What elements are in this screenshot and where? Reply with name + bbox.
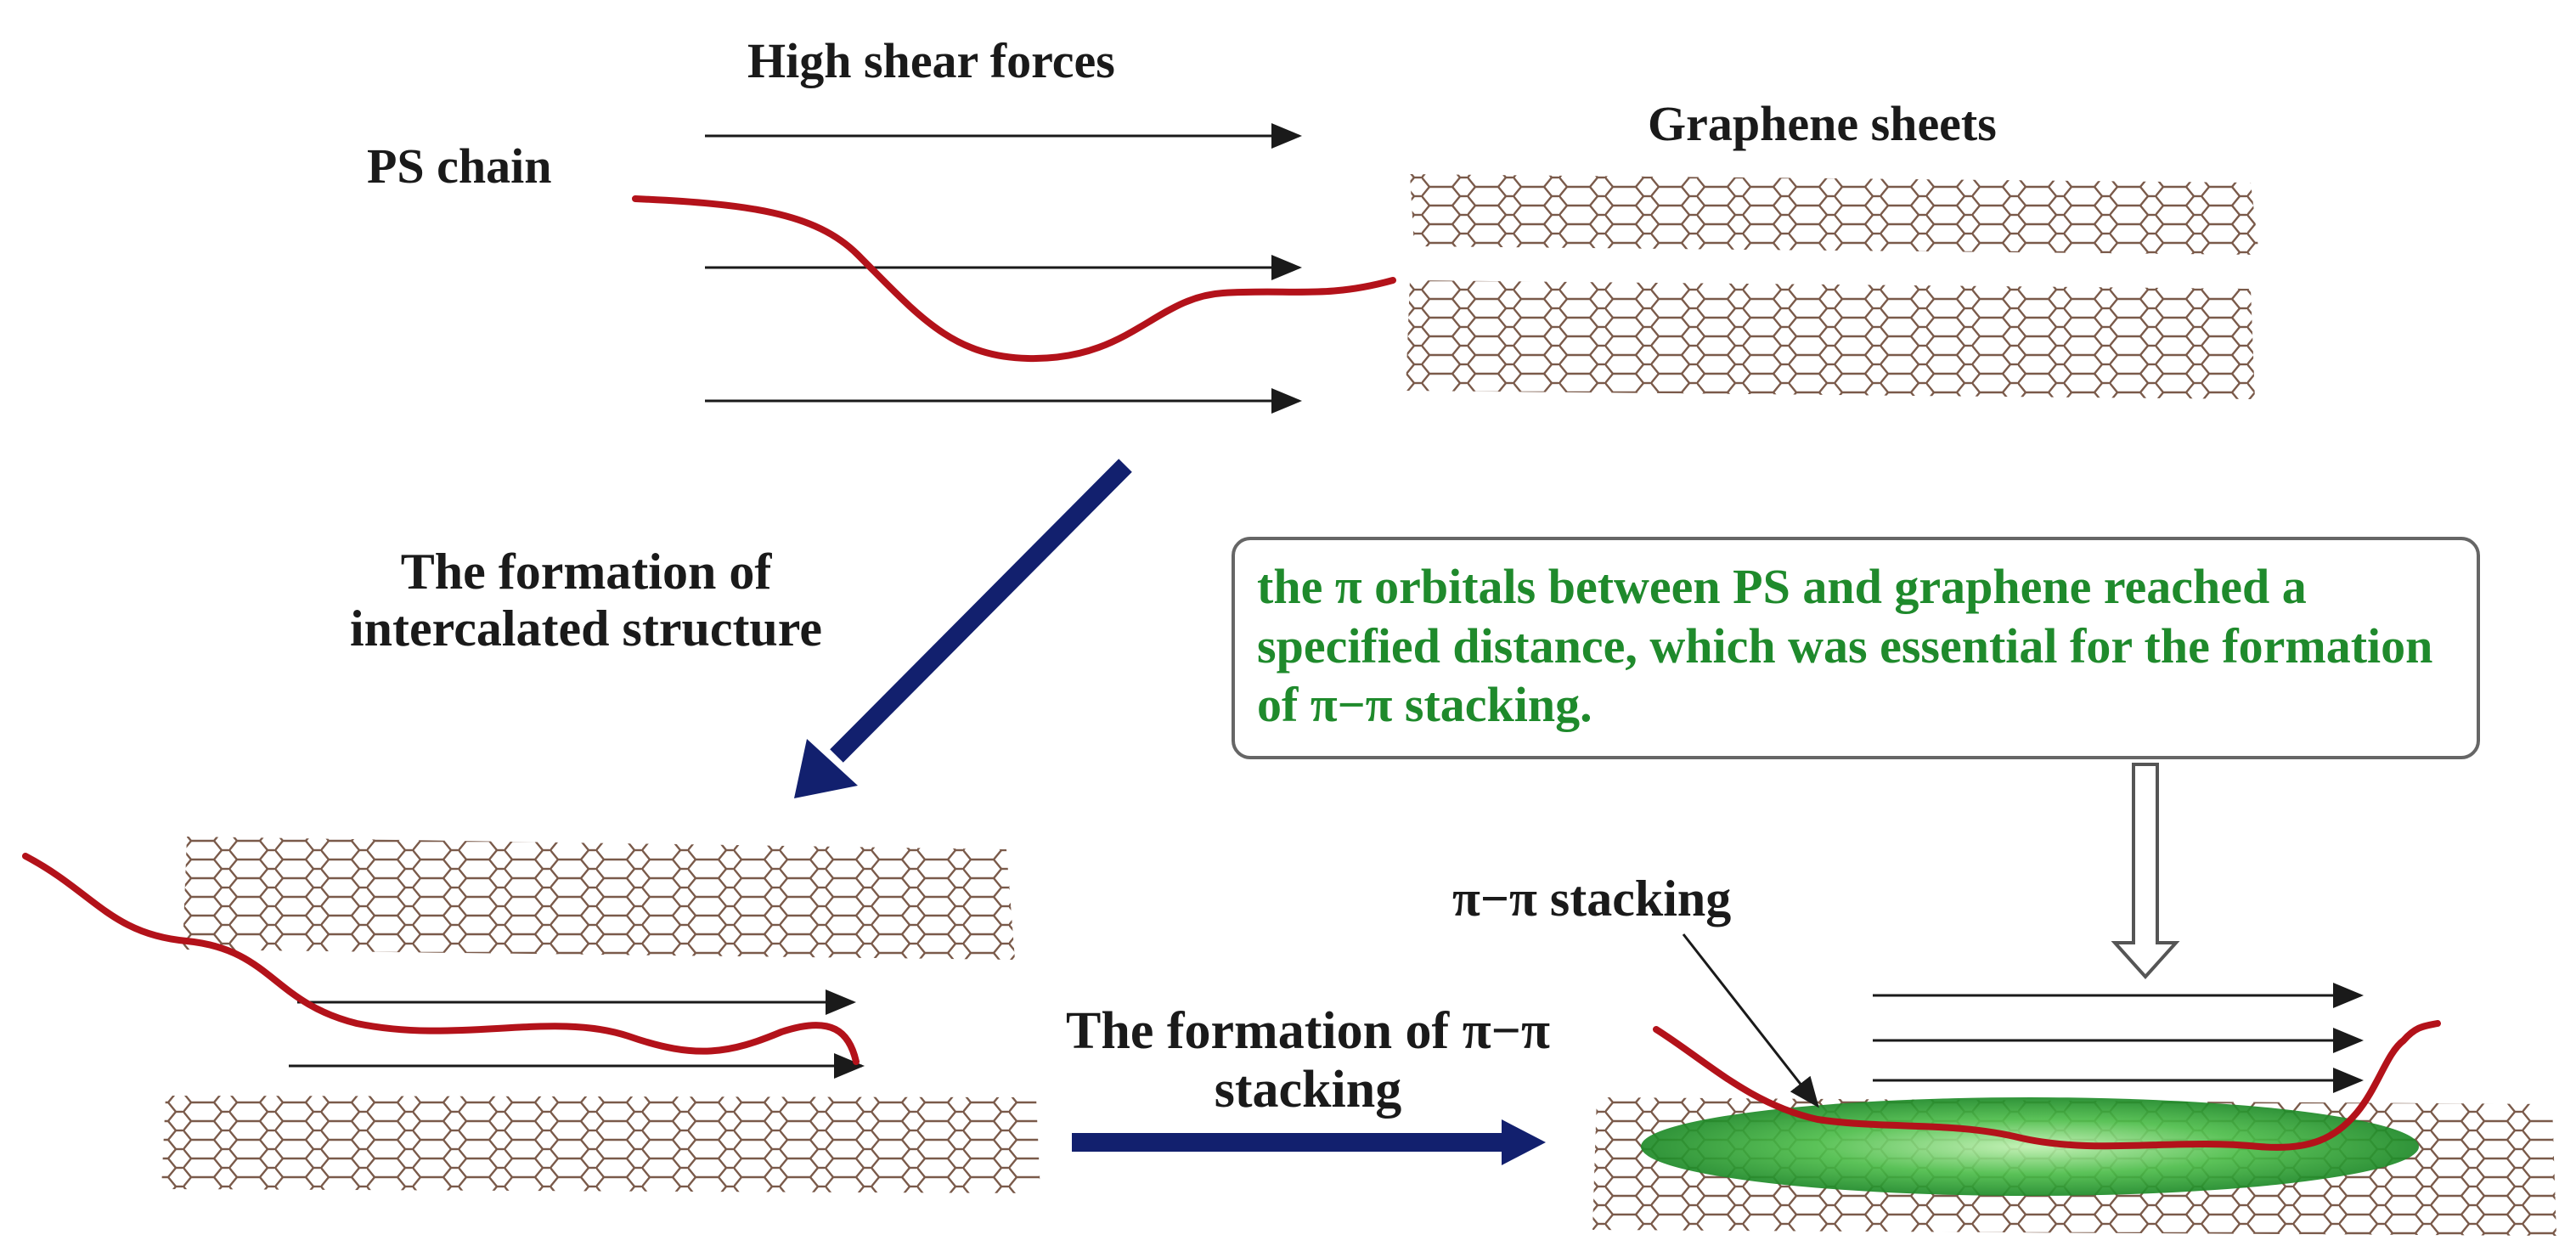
ps-chain-top xyxy=(632,195,1396,363)
graphene-sheets-top xyxy=(1406,174,2259,399)
intercalated-label: The formation of intercalated structure xyxy=(350,544,822,657)
ps-chain-stacking xyxy=(1653,1020,2441,1151)
hollow-down-arrow xyxy=(2111,763,2180,979)
shear-arrows-intercalated xyxy=(289,989,865,1079)
note-box xyxy=(1232,537,2480,759)
pipi-formation-label: The formation of π−π stacking xyxy=(1066,1002,1550,1119)
graphene-sheets-label: Graphene sheets xyxy=(1648,96,1997,151)
shear-arrows-stacking xyxy=(1873,983,2364,1093)
ps-chain-label: PS chain xyxy=(367,138,552,194)
process-arrow-diagonal xyxy=(794,459,1132,798)
shear-arrows-top xyxy=(705,123,1302,414)
graphene-sheets-intercalated xyxy=(161,837,1040,1193)
pipi-stacking-label: π−π stacking xyxy=(1452,871,1732,927)
process-arrow-horizontal xyxy=(1072,1119,1546,1165)
ps-chain-intercalated xyxy=(22,853,860,1065)
note-text: the π orbitals between PS and graphene r… xyxy=(1257,559,2433,733)
pipi-stacking-pointer xyxy=(1682,933,1819,1108)
high-shear-label: High shear forces xyxy=(747,33,1115,88)
